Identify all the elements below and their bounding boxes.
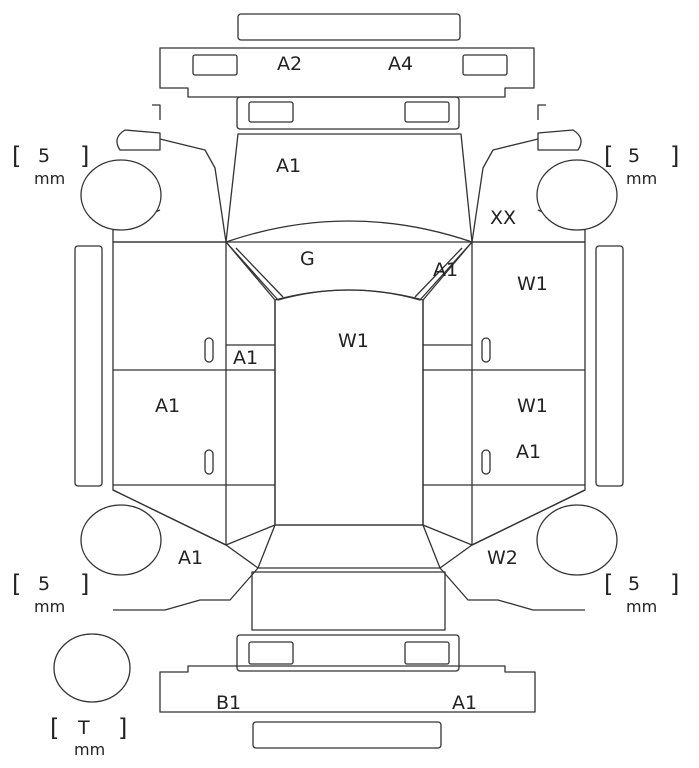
svg-text:]: ] (80, 570, 89, 598)
right-mirror (537, 129, 582, 151)
tread-front-right: [ 5 ] mm (604, 142, 679, 188)
code-roof: W1 (338, 330, 369, 352)
right-front-door-handle (481, 337, 491, 363)
left-doors-outline (112, 241, 276, 546)
front-headlight-panel (236, 96, 460, 130)
code-windshield: G (300, 248, 315, 270)
svg-text:mm: mm (34, 597, 65, 616)
code-right-rear-door-lower: A1 (516, 441, 541, 463)
front-left-tire (80, 159, 162, 231)
rear-left-lamp (248, 641, 294, 665)
svg-text:T: T (77, 717, 90, 739)
code-front-bumper-a2: A2 (277, 53, 302, 75)
front-bumper (159, 47, 535, 98)
tread-rear-right: [ 5 ] mm (604, 570, 679, 616)
rear-right-lamp (404, 641, 450, 665)
hood (225, 133, 473, 243)
svg-text:]: ] (670, 570, 679, 598)
rear-bumper (159, 665, 536, 713)
svg-text:5: 5 (628, 145, 640, 167)
front-grille-strip (237, 13, 461, 41)
code-rear-bumper-right: A1 (452, 692, 477, 714)
right-doors-outline (422, 241, 586, 546)
left-side-molding (74, 245, 103, 487)
svg-text:5: 5 (628, 573, 640, 595)
code-left-rear-quarter: A1 (178, 547, 203, 569)
right-rear-door-handle (481, 449, 491, 475)
left-mirror (116, 129, 161, 151)
svg-text:]: ] (80, 142, 89, 170)
front-right-fog-lamp (462, 54, 508, 76)
svg-text:mm: mm (34, 169, 65, 188)
tread-spare: [ T ] mm (50, 714, 127, 759)
svg-text:mm: mm (74, 740, 105, 759)
svg-text:[: [ (604, 570, 613, 598)
code-rear-bumper-left: B1 (216, 692, 241, 714)
code-right-front-door: W1 (517, 273, 548, 295)
svg-text:[: [ (12, 142, 21, 170)
left-front-door-handle (204, 337, 214, 363)
svg-text:]: ] (670, 142, 679, 170)
svg-text:5: 5 (38, 145, 50, 167)
code-hood: A1 (276, 155, 301, 177)
rear-right-quarter (439, 489, 586, 611)
rear-right-tire (536, 504, 618, 576)
left-rear-door-handle (204, 449, 214, 475)
svg-text:5: 5 (38, 573, 50, 595)
svg-text:[: [ (12, 570, 21, 598)
svg-text:[: [ (50, 714, 59, 742)
front-right-headlight (404, 101, 450, 123)
right-side-molding (595, 245, 624, 487)
code-left-pillar: A1 (233, 347, 258, 369)
rear-light-panel (236, 634, 460, 672)
code-right-pillar: A1 (433, 259, 458, 281)
tread-rear-left: [ 5 ] mm (12, 570, 89, 616)
svg-text:mm: mm (626, 169, 657, 188)
spare-tire (53, 633, 131, 703)
rear-window (257, 524, 441, 569)
code-front-bumper-a4: A4 (388, 53, 413, 75)
tread-front-left: [ 5 ] mm (12, 142, 89, 188)
rear-left-quarter (112, 489, 259, 611)
code-right-rear-quarter: W2 (487, 547, 518, 569)
rear-bumper-lower-strip (252, 721, 442, 749)
trunk-lid (251, 571, 446, 631)
front-left-fog-lamp (192, 54, 238, 76)
code-front-right-fender: XX (490, 207, 516, 229)
code-right-rear-door-upper: W1 (517, 395, 548, 417)
code-left-doors: A1 (155, 395, 180, 417)
roof (274, 289, 424, 526)
svg-text:]: ] (118, 714, 127, 742)
svg-text:mm: mm (626, 597, 657, 616)
svg-text:[: [ (604, 142, 613, 170)
rear-left-tire (80, 504, 162, 576)
front-right-tire (536, 159, 618, 231)
front-left-headlight (248, 101, 294, 123)
